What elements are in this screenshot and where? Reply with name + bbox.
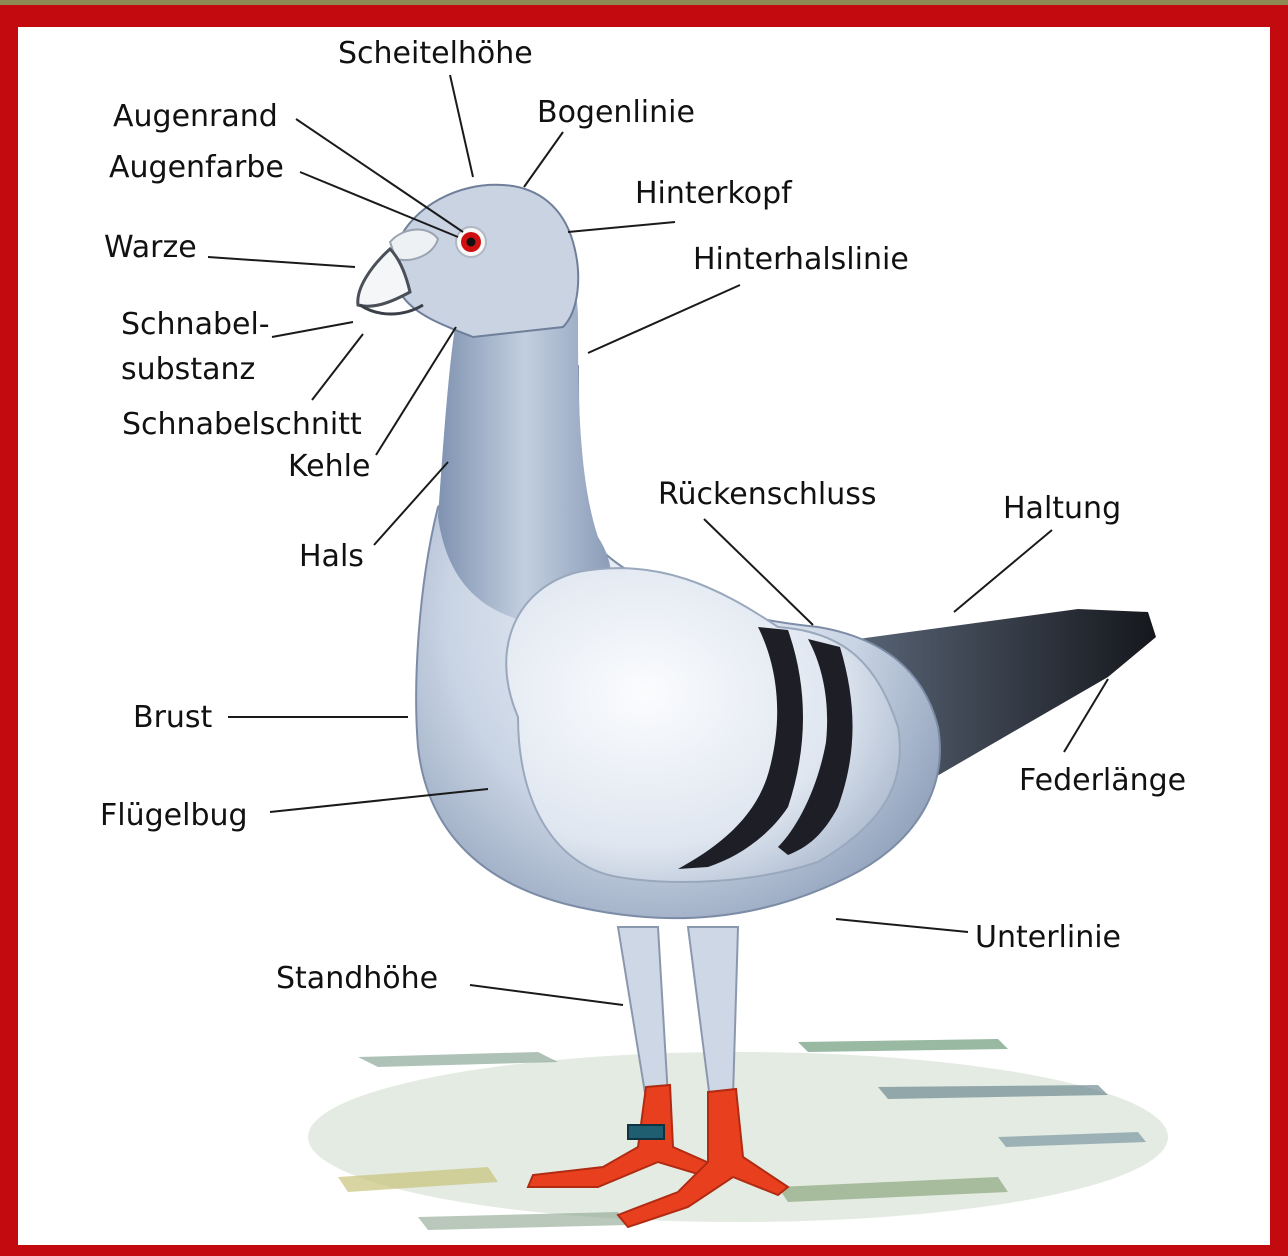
label-federlaenge: Federlänge: [1019, 763, 1186, 798]
label-hinterkopf: Hinterkopf: [635, 176, 793, 211]
pigeon-head: [398, 185, 578, 337]
pigeon-anatomy-diagram: Scheitelhöhe Bogenlinie Augenrand Augenf…: [18, 27, 1270, 1245]
label-standhoehe: Standhöhe: [276, 961, 438, 996]
label-schnabelsubstanz-1: Schnabel-: [121, 307, 270, 342]
label-kehle: Kehle: [288, 449, 370, 484]
label-hals: Hals: [299, 539, 364, 574]
label-scheitelhoehe: Scheitelhöhe: [338, 36, 533, 71]
label-augenrand: Augenrand: [113, 99, 278, 134]
label-brust: Brust: [133, 700, 213, 735]
label-schnabelschnitt: Schnabelschnitt: [122, 407, 362, 442]
label-bogenlinie: Bogenlinie: [537, 95, 695, 130]
label-hinterhalslinie: Hinterhalslinie: [693, 242, 909, 277]
label-augenfarbe: Augenfarbe: [109, 150, 284, 185]
label-warze: Warze: [104, 230, 197, 265]
label-unterlinie: Unterlinie: [975, 920, 1121, 955]
label-haltung: Haltung: [1003, 491, 1121, 526]
diagram-panel: Scheitelhöhe Bogenlinie Augenrand Augenf…: [18, 27, 1270, 1245]
label-fluegelbug: Flügelbug: [100, 798, 248, 833]
label-rueckenschluss: Rückenschluss: [658, 477, 877, 512]
label-schnabelsubstanz-2: substanz: [121, 352, 255, 387]
